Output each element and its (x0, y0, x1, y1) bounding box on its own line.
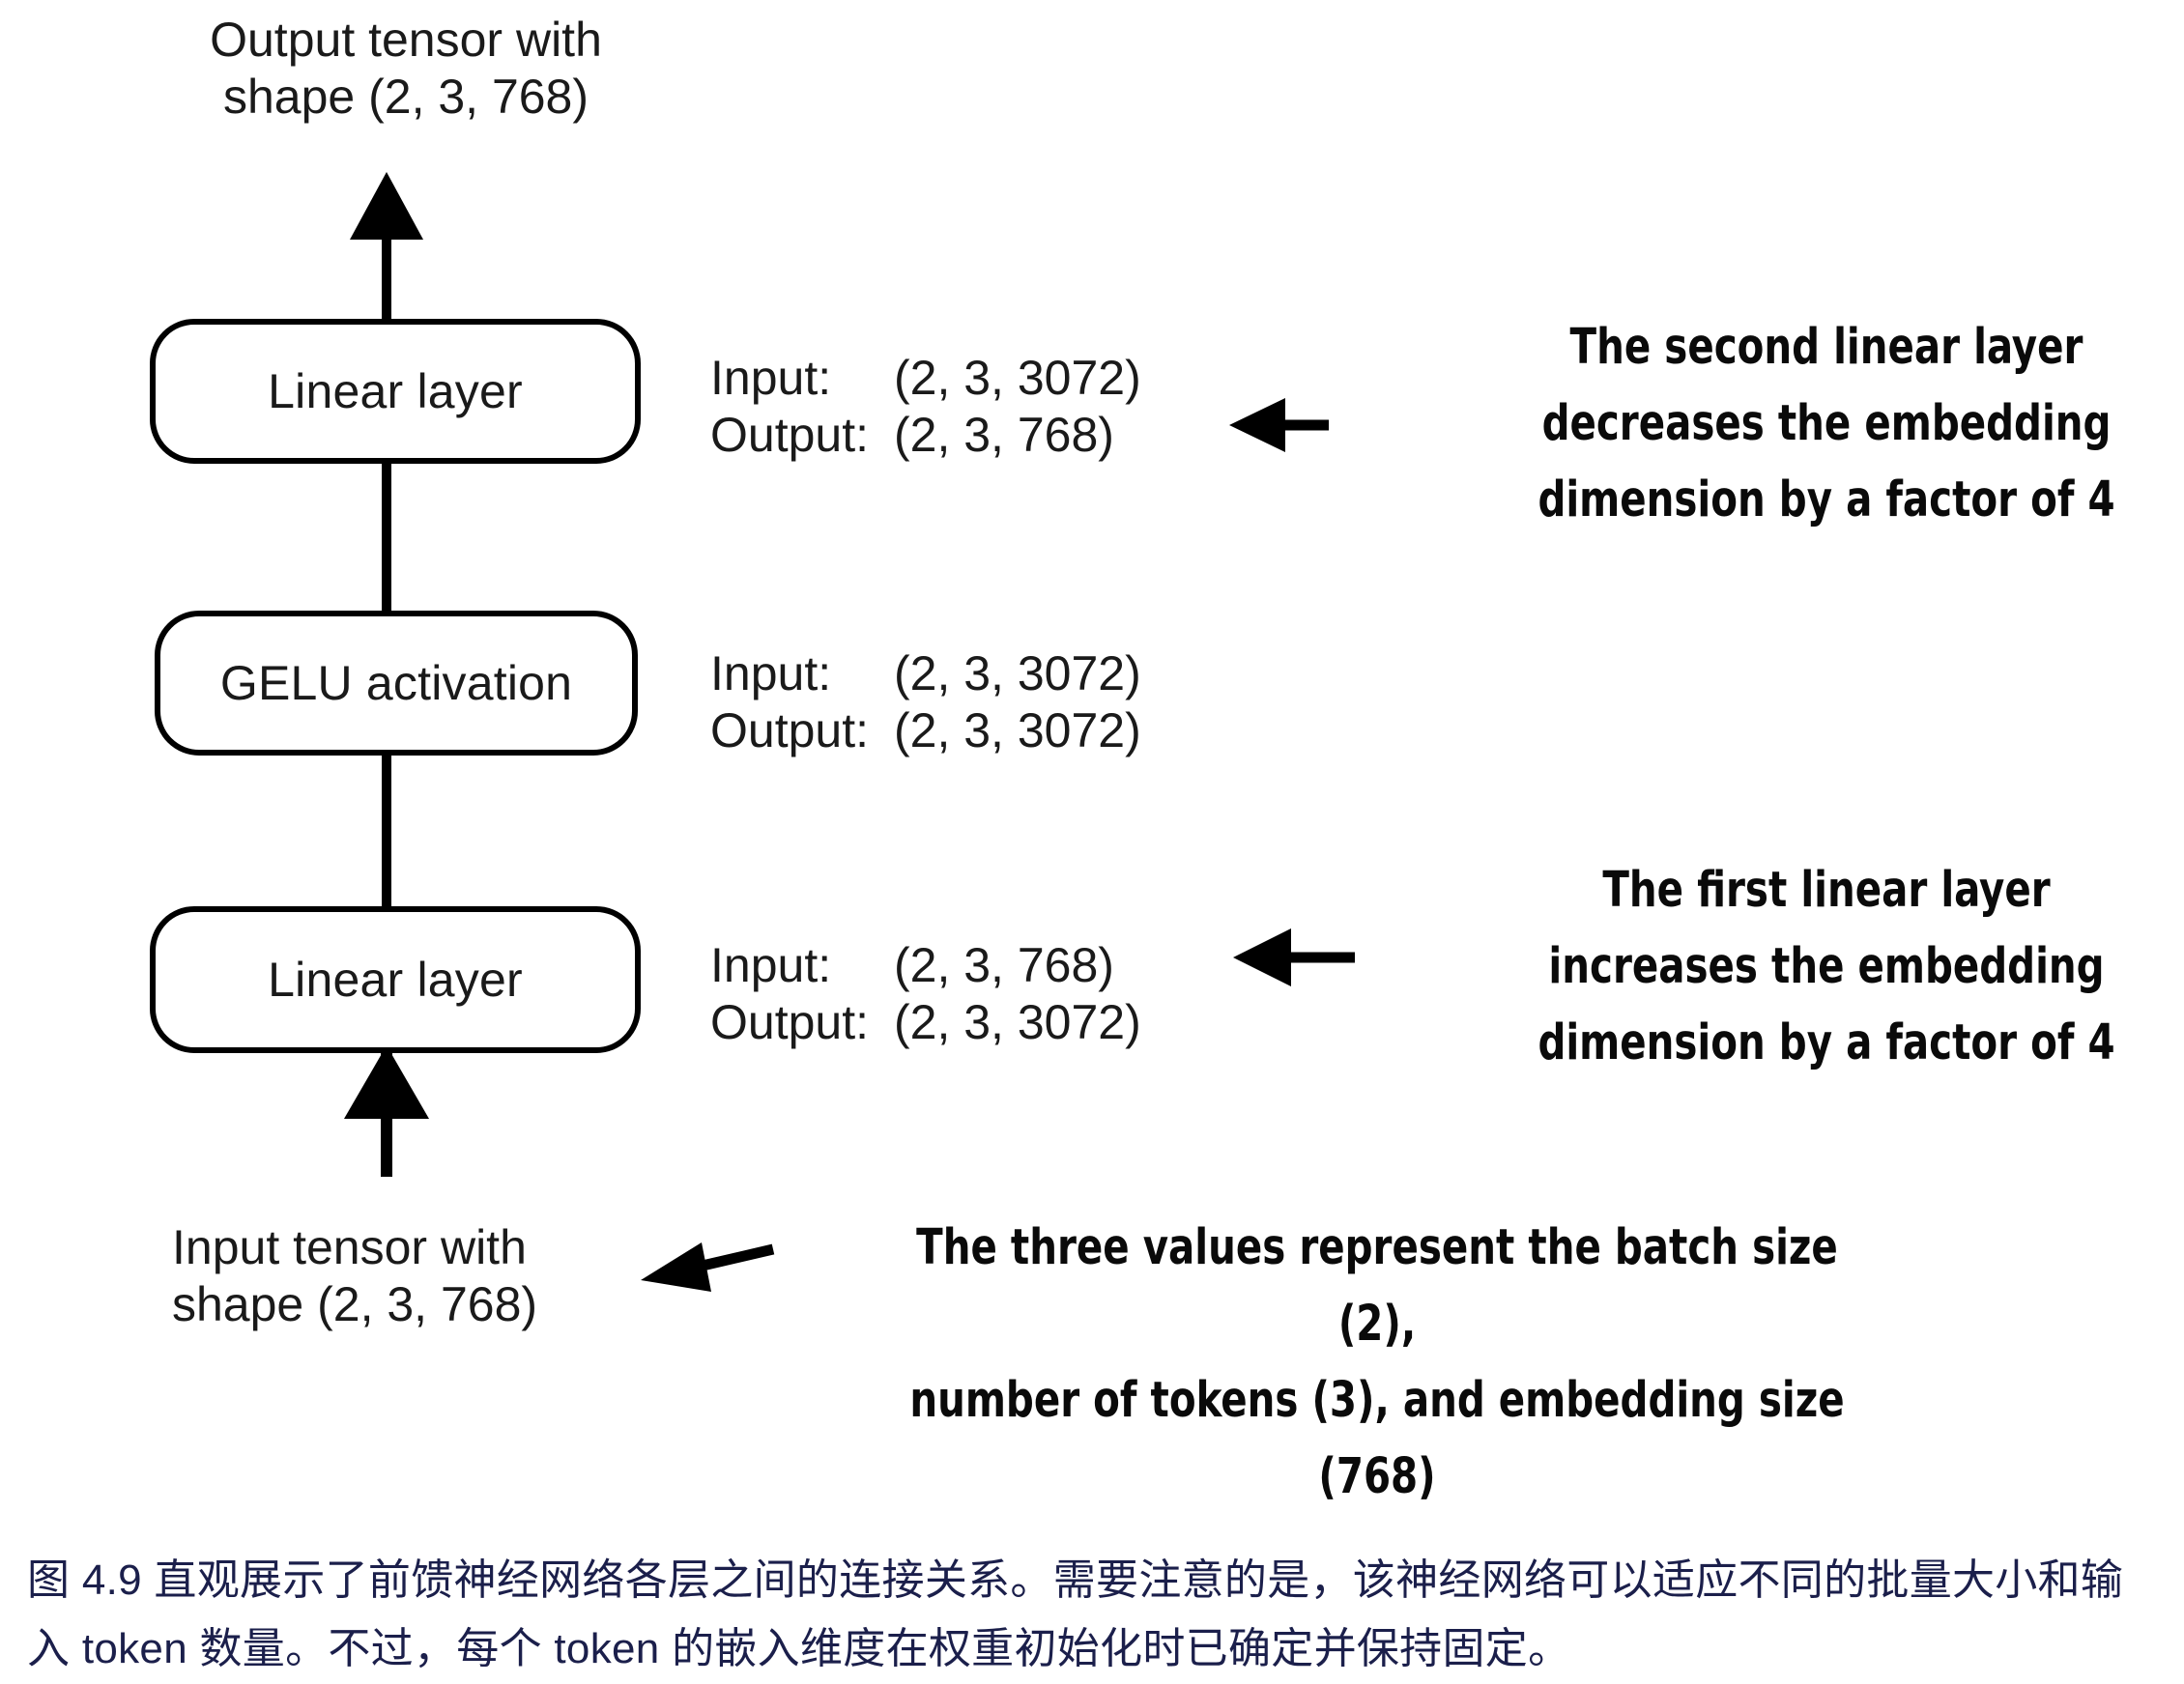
annotation-first-linear-layer: The first linear layer increases the emb… (1537, 862, 2115, 1072)
io-input-key: Input: (710, 646, 832, 700)
io-output-key: Output: (710, 408, 869, 462)
io-output-value: (2, 3, 768) (894, 408, 1114, 462)
output-tensor-caption: Output tensor with shape (2, 3, 768) (210, 13, 602, 124)
node-label: GELU activation (219, 656, 573, 710)
node-gelu-activation[interactable]: GELU activation (155, 611, 638, 756)
io-shapes-gelu-activation: Input: (2, 3, 3072) Output: (2, 3, 3072) (710, 645, 1141, 759)
io-output-value: (2, 3, 3072) (894, 995, 1141, 1049)
feedforward-diagram: Output tensor with shape (2, 3, 768) Lin… (150, 13, 2115, 1505)
node-label: Linear layer (268, 953, 523, 1007)
annotation-second-linear-layer: The second linear layer decreases the em… (1537, 319, 2115, 529)
figure-caption: 图 4.9 直观展示了前馈神经网络各层之间的连接关系。需要注意的是，该神经网络可… (27, 1556, 2124, 1673)
io-input-value: (2, 3, 768) (894, 938, 1114, 992)
arrow-annotation-first-linear (1233, 928, 1355, 986)
io-input-value: (2, 3, 3072) (894, 351, 1141, 405)
io-output-value: (2, 3, 3072) (894, 703, 1141, 757)
io-input-key: Input: (710, 938, 832, 992)
arrow-annotation-second-linear (1229, 398, 1329, 452)
io-input-key: Input: (710, 351, 832, 405)
node-label: Linear layer (268, 364, 523, 418)
arrow-output (350, 172, 423, 319)
annotation-three-values: The three values represent the batch siz… (909, 1219, 1845, 1506)
node-linear-layer-first[interactable]: Linear layer (150, 906, 641, 1053)
io-output-key: Output: (710, 703, 869, 757)
node-linear-layer-second[interactable]: Linear layer (150, 319, 641, 464)
io-shapes-linear-layer-first: Input: (2, 3, 768) Output: (2, 3, 3072) (710, 937, 1141, 1051)
arrow-annotation-three-values (641, 1242, 775, 1292)
io-output-key: Output: (710, 995, 869, 1049)
input-tensor-caption: Input tensor with shape (2, 3, 768) (172, 1220, 538, 1331)
io-shapes-linear-layer-second: Input: (2, 3, 3072) Output: (2, 3, 768) (710, 350, 1141, 464)
io-input-value: (2, 3, 3072) (894, 646, 1141, 700)
